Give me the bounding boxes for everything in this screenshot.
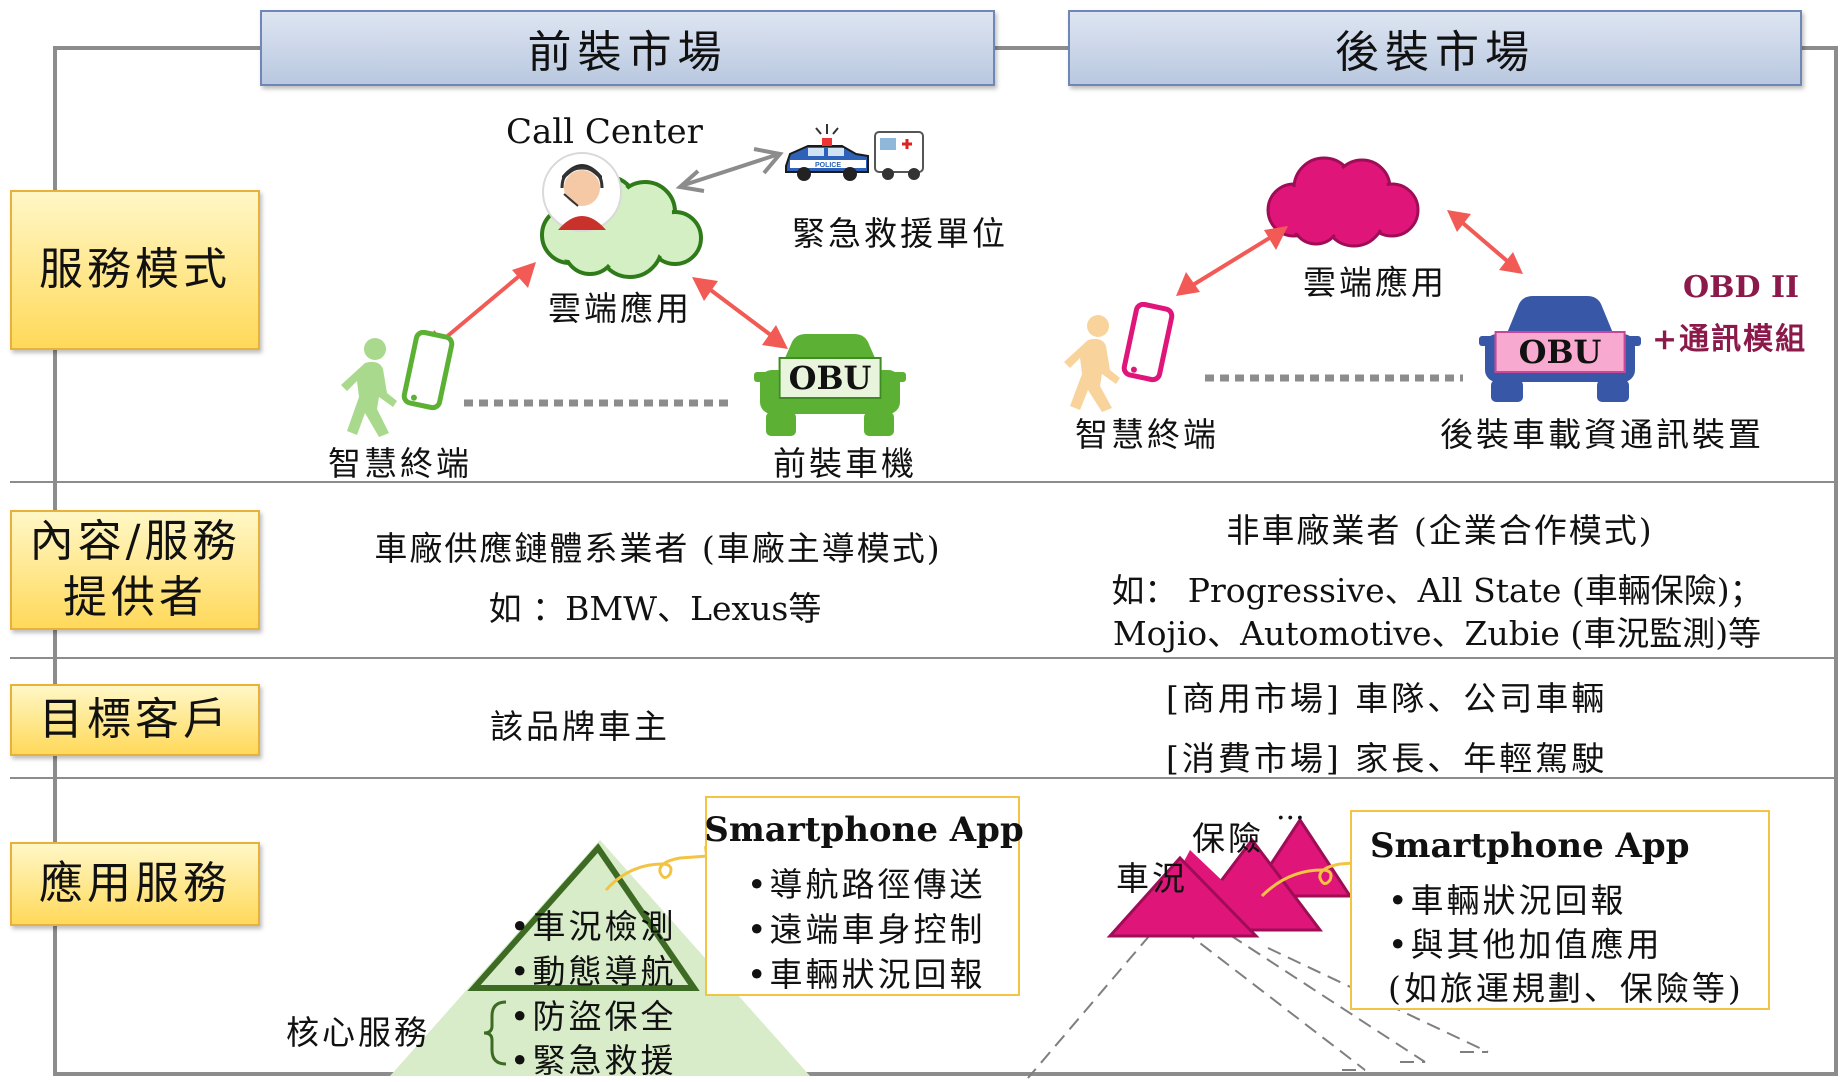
- arrow-cloud-obu-after: [1447, 210, 1523, 274]
- pyramid-item-1: •車況檢測: [510, 907, 677, 946]
- app-item-after-1: •車輛狀況回報: [1388, 881, 1627, 920]
- app-item-after-2: •與其他加值應用: [1388, 925, 1663, 964]
- triangles-after: [1027, 817, 1489, 1079]
- header-front-market: 前裝市場: [260, 10, 995, 86]
- pyramid-item-2: •動態導航: [510, 952, 677, 991]
- provider-after-line2: 如： Progressive、All State (車輛保險)；: [1111, 571, 1763, 610]
- terminal-label-after: 智慧終端: [1075, 415, 1219, 454]
- arrow-callcenter-emergency: [675, 147, 784, 193]
- app-box-front: Smartphone App •導航路徑傳送 •遠端車身控制 •車輛狀況回報: [704, 796, 1024, 996]
- row-label-provider: 內容/服務 提供者: [10, 510, 260, 630]
- row-label-service-model: 服務模式: [10, 190, 260, 350]
- core-item-1: •防盜保全: [510, 997, 677, 1036]
- app-item-front-1: •導航路徑傳送: [747, 865, 986, 904]
- obu-label-front: OBU: [778, 357, 882, 399]
- call-center-label: Call Center: [506, 112, 703, 152]
- person-icon-after: [1064, 315, 1120, 412]
- cloud-icon-after: [1266, 156, 1420, 248]
- insurance-label: 保險: [1192, 819, 1264, 858]
- header-after-market: 後裝市場: [1068, 10, 1802, 86]
- provider-front-line1: 車廠供應鏈體系業者 (車廠主導模式): [374, 529, 942, 568]
- operator-avatar: [542, 152, 622, 232]
- provider-after-line1: 非車廠業者 (企業合作模式): [1226, 511, 1654, 550]
- emergency-label: 緊急救援單位: [792, 214, 1008, 253]
- core-item-2: •緊急救援: [510, 1041, 677, 1080]
- app-title-after: Smartphone App: [1370, 826, 1690, 866]
- arrow-terminal-cloud-after: [1176, 226, 1288, 296]
- person-icon-front: [341, 338, 397, 437]
- core-brace: [483, 1000, 507, 1066]
- car-condition-label: 車況: [1116, 859, 1188, 898]
- provider-after-line3: Mojio、Automotive、Zubie (車況監測)等: [1112, 614, 1762, 653]
- cloud-label-front: 雲端應用: [548, 289, 692, 328]
- phone-icon-front: [401, 330, 455, 411]
- device-label-after: 後裝車載資通訊裝置: [1440, 415, 1764, 454]
- app-box-after: Smartphone App •車輛狀況回報 •與其他加值應用 (如旅運規劃、保…: [1350, 810, 1770, 1010]
- emergency-vehicles-icon: POLICE: [785, 124, 924, 181]
- app-item-front-3: •車輛狀況回報: [747, 955, 986, 994]
- device-label-front: 前裝車機: [773, 444, 917, 483]
- police-text: POLICE: [815, 162, 841, 169]
- row-label-application: 應用服務: [10, 842, 260, 926]
- provider-front-line2: 如 ：BMW、Lexus等: [488, 589, 822, 628]
- app-item-front-2: •遠端車身控制: [747, 910, 986, 949]
- app-item-after-3: (如旅運規劃、保險等): [1388, 969, 1744, 1008]
- dotted-link-after: [1205, 374, 1463, 382]
- ellipsis-label: ...: [1276, 792, 1305, 827]
- pyramid-front: [390, 840, 810, 1076]
- terminal-label-front: 智慧終端: [328, 444, 472, 483]
- obd-module-label: +通訊模組: [1652, 322, 1808, 357]
- target-after-line2: [消費市場] 家長、年輕駕駛: [1166, 739, 1608, 778]
- app-title-front: Smartphone App: [704, 810, 1024, 850]
- row-label-target: 目標客戶: [10, 684, 260, 756]
- cloud-label-after: 雲端應用: [1303, 263, 1447, 302]
- core-service-label: 核心服務: [286, 1013, 430, 1052]
- target-after-line1: [商用市場] 車隊、公司車輛: [1166, 679, 1608, 718]
- phone-icon-after: [1121, 302, 1175, 383]
- target-front: 該品牌車主: [490, 707, 670, 746]
- dotted-link-front: [464, 399, 730, 407]
- arrow-cloud-obu-front: [692, 277, 788, 349]
- obd-label: OBD II: [1683, 270, 1800, 305]
- obu-label-after: OBU: [1494, 331, 1626, 373]
